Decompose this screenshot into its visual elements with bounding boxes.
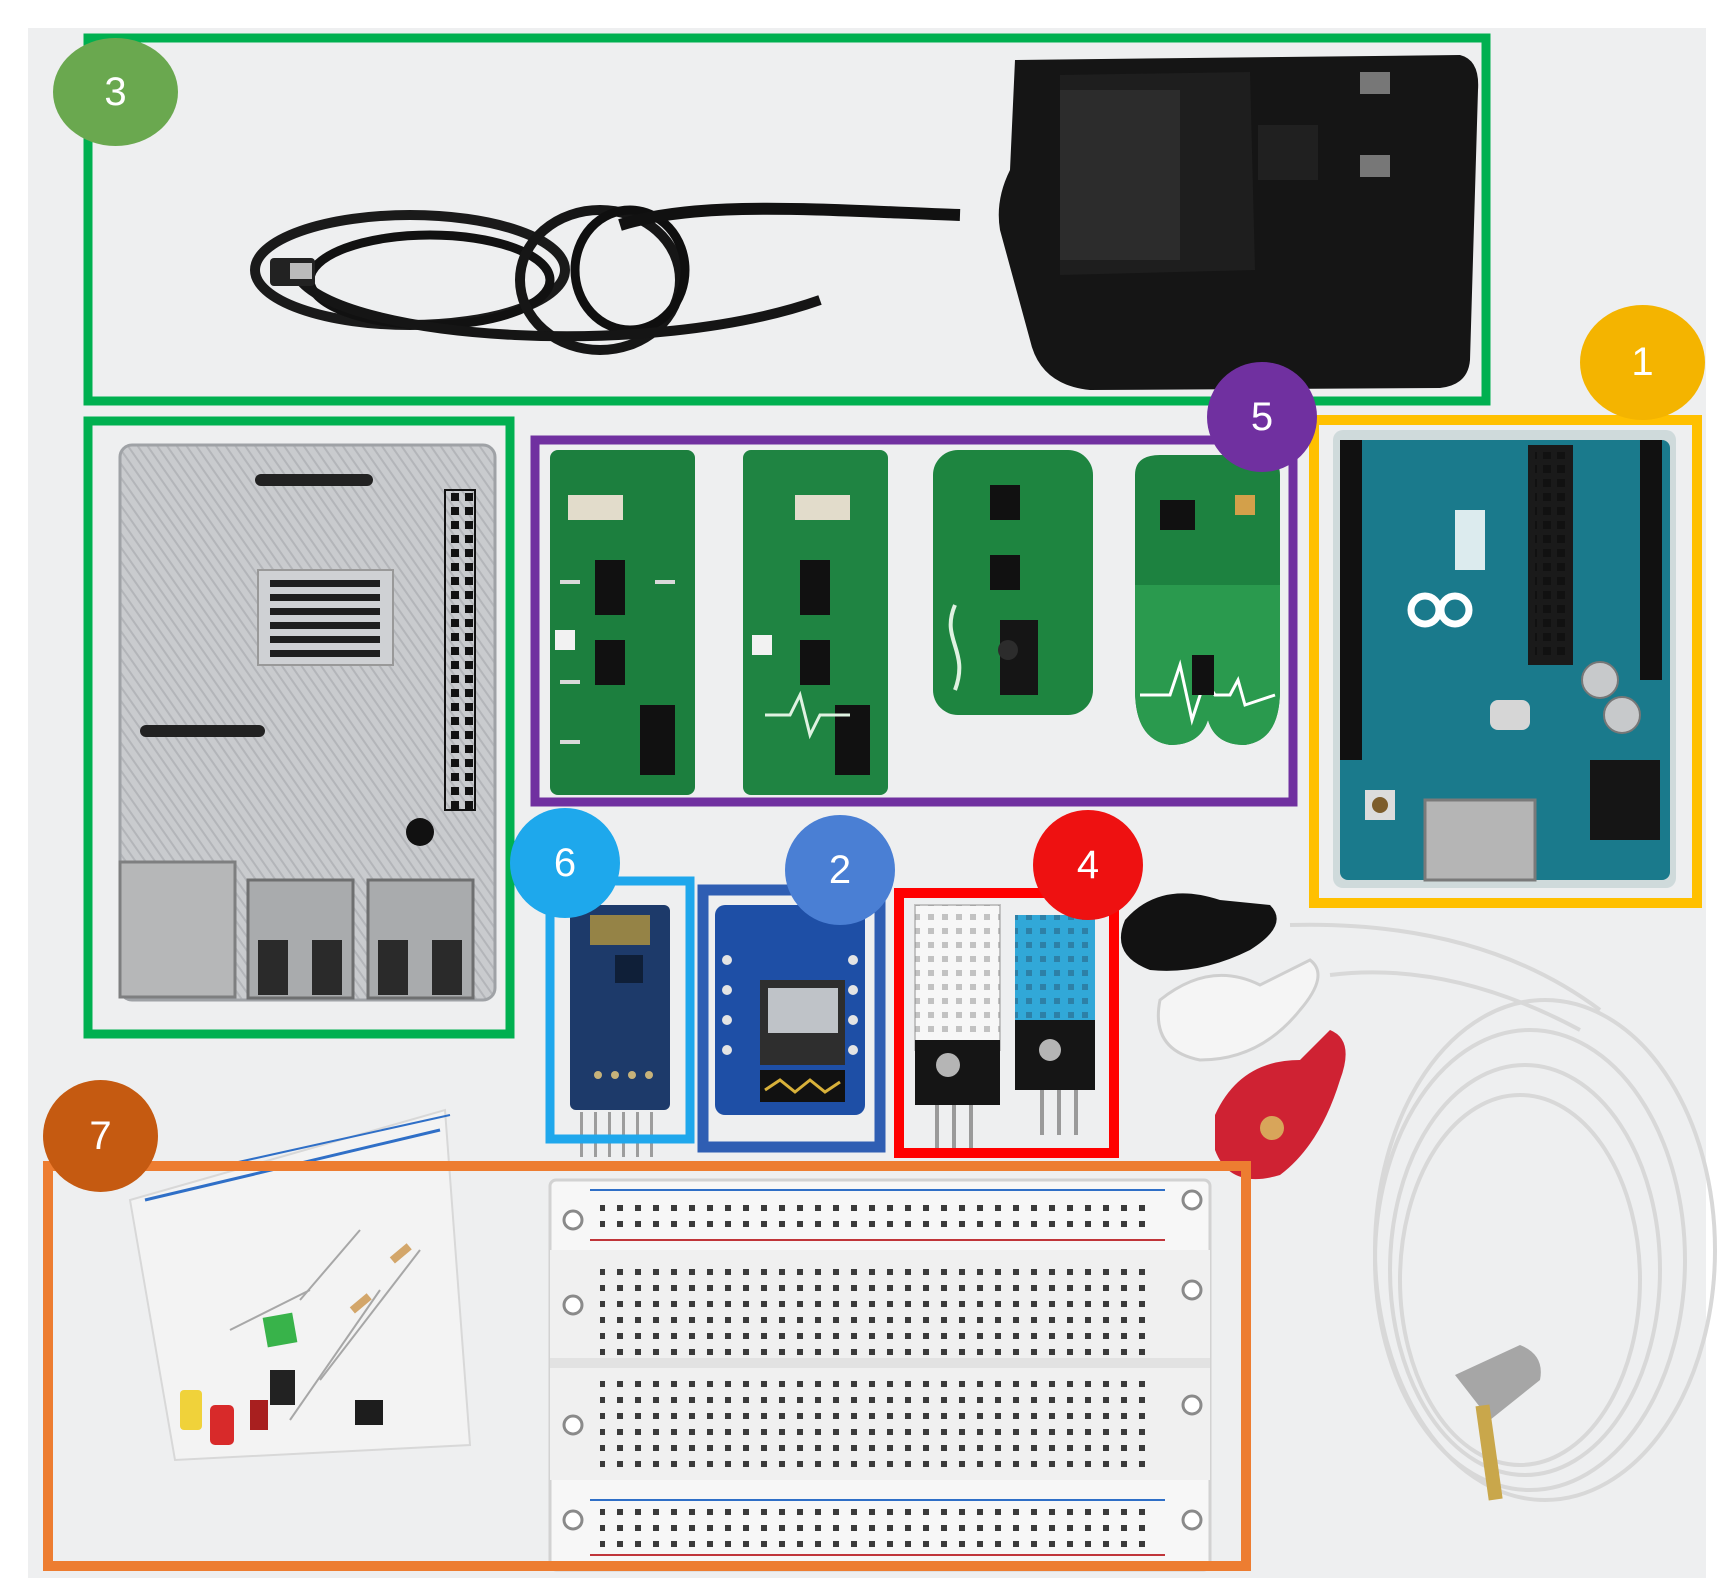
arduino-uno [1333,430,1676,888]
breadboard [548,1178,1212,1572]
label-badge-1: 1 [1580,305,1705,420]
label-2-text: 2 [828,847,852,892]
frame-5 [530,435,1298,807]
label-6-text: 6 [553,840,577,885]
dht-sensors [914,904,1095,1150]
ecg-lead-cable [1120,893,1717,1502]
label-badge-3: 3 [53,38,178,146]
label-5-text: 5 [1250,394,1274,439]
frame-7 [43,1161,1251,1571]
frame-3-top [83,33,1491,406]
label-badge-2: 2 [785,815,895,925]
label-badge-5: 5 [1207,362,1317,472]
frame-4 [894,888,1119,1158]
frame-6 [545,876,695,1144]
frame-1 [1309,415,1702,908]
label-badge-6: 6 [510,808,620,918]
highlight-frames [43,33,1702,1571]
label-4-text: 4 [1076,842,1100,887]
power-adapter [250,55,1479,390]
label-7-text: 7 [89,1113,112,1158]
label-1-text: 1 [1631,340,1654,384]
esp8266-module [715,905,865,1115]
raspberry-pi-case [118,443,497,1002]
component-bag [128,1108,472,1462]
label-badge-7: 7 [43,1080,158,1192]
frame-3-bottom [83,416,515,1039]
label-3-text: 3 [104,69,127,114]
click-sensor-boards [550,450,1280,795]
label-badge-4: 4 [1033,810,1143,920]
